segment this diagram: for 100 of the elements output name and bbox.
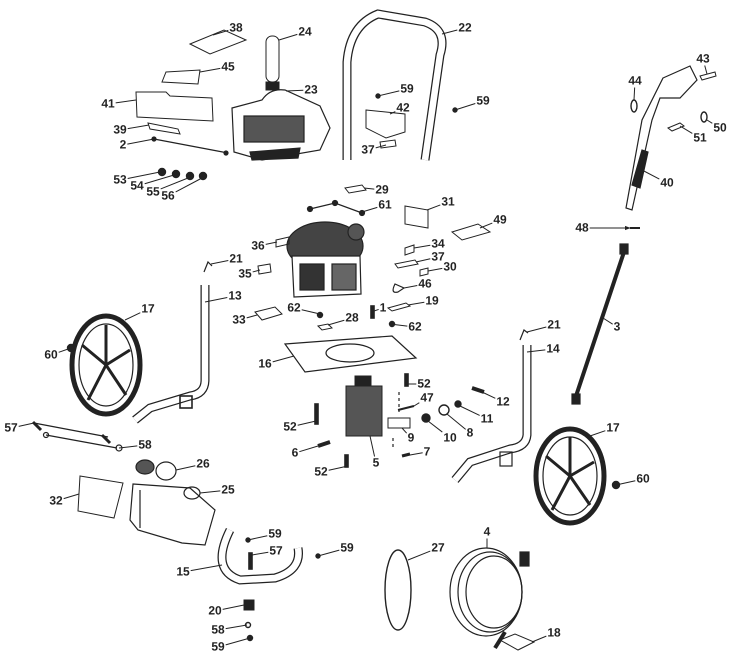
decal-drawing <box>699 71 717 81</box>
callout-number: 17 <box>605 422 621 434</box>
callout-number: 58 <box>137 438 153 452</box>
leader-line <box>144 174 174 184</box>
frame-drawing <box>132 285 210 424</box>
callout-number: 4 <box>482 526 492 538</box>
callout-number: 34 <box>430 238 446 250</box>
base-plate-drawing <box>284 335 418 373</box>
leader-line <box>589 226 631 230</box>
callout-number: 59 <box>210 640 226 654</box>
leader-line <box>706 120 713 124</box>
callout-number: 7 <box>422 446 432 458</box>
leader-line <box>212 30 229 36</box>
callout-number: 37 <box>430 250 446 264</box>
callout-number: 61 <box>377 198 393 212</box>
callout-number: 57 <box>268 544 284 558</box>
screw-drawing <box>315 553 321 559</box>
pin-drawing <box>398 405 414 411</box>
callout-number: 49 <box>492 214 508 226</box>
leader-line <box>286 90 304 92</box>
callout-number: 23 <box>303 84 319 96</box>
leader-line <box>634 87 636 100</box>
callout-number: 21 <box>546 318 562 332</box>
leader-line <box>63 494 80 500</box>
leader-line <box>482 392 496 399</box>
leader-line <box>362 206 378 212</box>
decal-drawing <box>404 244 414 256</box>
callout-number: 52 <box>416 378 432 390</box>
leader-line <box>124 312 141 320</box>
decal-drawing <box>386 302 412 312</box>
bolt-drawing <box>316 312 324 318</box>
leader-line <box>204 297 228 302</box>
leader-line <box>426 204 441 210</box>
leader-line <box>278 34 298 40</box>
leader-line <box>526 326 547 332</box>
fuel-tank-drawing <box>129 483 216 546</box>
callout-number: 12 <box>495 396 511 408</box>
leader-line <box>248 535 268 540</box>
screw-drawing <box>186 172 194 180</box>
leader-line <box>416 258 431 262</box>
pump-drawing <box>346 376 382 436</box>
screw-drawing <box>198 172 208 180</box>
callout-number: 59 <box>475 94 491 108</box>
handle-grip-drawing <box>266 36 280 90</box>
pin-drawing <box>314 403 319 425</box>
callout-number: 39 <box>112 124 128 136</box>
callout-number: 9 <box>406 432 416 444</box>
callout-number: 20 <box>207 604 223 618</box>
plug-drawing <box>317 440 331 448</box>
leader-line <box>454 102 476 110</box>
nut-drawing <box>66 344 76 352</box>
callout-number: 31 <box>440 196 456 208</box>
callout-number: 57 <box>3 422 19 434</box>
leader-line <box>200 68 221 72</box>
o-ring-drawing <box>384 549 412 631</box>
leader-line <box>297 420 316 426</box>
callout-number: 43 <box>695 52 711 66</box>
leader-line <box>252 552 269 556</box>
leader-line <box>390 111 396 114</box>
leader-line <box>115 100 136 104</box>
wheel-drawing <box>534 426 606 526</box>
leader-line <box>480 222 493 228</box>
callout-number: 28 <box>344 312 360 324</box>
nut-drawing <box>438 404 450 416</box>
callout-number: 16 <box>257 358 273 370</box>
callout-number: 55 <box>145 186 161 198</box>
leader-line <box>602 318 614 325</box>
decal-drawing <box>135 92 214 122</box>
callout-number: 15 <box>175 566 191 578</box>
callout-number: 47 <box>419 392 435 404</box>
bolt-drawing <box>151 136 229 156</box>
o-ring-drawing <box>630 99 638 113</box>
leader-line <box>364 188 375 190</box>
callout-number: 46 <box>417 278 433 290</box>
leader-line <box>225 638 250 646</box>
leader-line <box>704 65 708 74</box>
callout-number: 60 <box>43 348 59 362</box>
lower-handle-drawing <box>218 528 303 584</box>
leader-line <box>175 178 202 192</box>
callout-number: 59 <box>399 82 415 96</box>
callout-number: 50 <box>712 122 728 134</box>
callout-number: 11 <box>480 412 494 426</box>
washer-drawing <box>42 432 123 452</box>
leader-line <box>160 178 188 190</box>
screw-drawing <box>158 168 166 176</box>
callout-number: 40 <box>659 176 675 190</box>
leader-line <box>210 260 229 264</box>
leader-line <box>446 414 466 430</box>
callout-number: 2 <box>118 138 128 152</box>
leader-line <box>526 349 546 352</box>
leader-line <box>410 452 424 456</box>
leader-line <box>176 465 196 470</box>
decal-drawing <box>254 306 283 321</box>
callout-number: 59 <box>267 528 283 540</box>
knob-drawing <box>244 600 254 610</box>
callout-number: 10 <box>442 432 458 444</box>
callout-number: 41 <box>100 98 116 110</box>
leader-line <box>378 90 400 96</box>
callout-number: 1 <box>378 302 388 314</box>
callout-number: 58 <box>210 624 226 636</box>
